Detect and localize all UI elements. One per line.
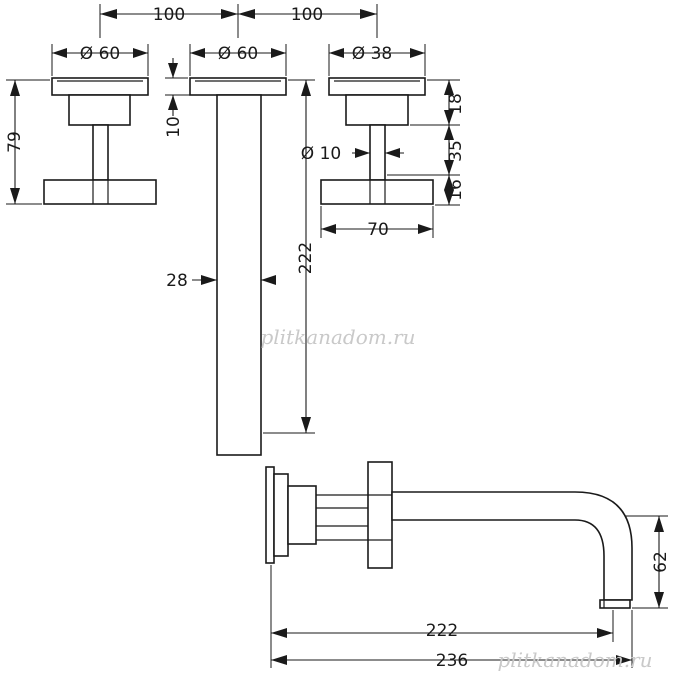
dim-label-spacing-left: 100 — [153, 5, 185, 25]
dim-label-spout-diameter: Ø 60 — [218, 44, 258, 64]
dim-spout-drop: 62 — [625, 515, 671, 609]
dim-label-right-diameter: Ø 38 — [352, 44, 392, 64]
right-handle — [320, 77, 434, 205]
dim-label-stem-diameter: Ø 10 — [301, 144, 341, 164]
dim-label-body-width: 28 — [166, 271, 188, 291]
dim-label-spout-drop: 62 — [651, 551, 671, 573]
dim-handle-height: 79 — [5, 79, 50, 205]
dim-diameters: Ø 60 Ø 60 Ø 38 — [51, 44, 426, 76]
dim-handle-spacing: 100 100 — [99, 4, 378, 38]
spout-body — [189, 77, 287, 456]
dim-body-width: 28 — [166, 271, 276, 291]
dim-right-heights: 18 35 16 — [387, 79, 466, 206]
dim-label-right-top: 18 — [446, 93, 466, 115]
dim-label-overall-projection: 236 — [436, 651, 468, 671]
dim-label-right-bottom: 16 — [446, 179, 466, 201]
watermark-bottom: plitkanadom.ru — [497, 648, 652, 672]
spout-side-view — [265, 461, 633, 609]
dim-label-body-length: 222 — [296, 242, 316, 274]
dim-label-spacing-right: 100 — [291, 5, 323, 25]
dim-label-lever-width: 70 — [367, 220, 389, 240]
dim-stem-diameter: Ø 10 — [301, 144, 404, 164]
dim-label-left-diameter: Ø 60 — [80, 44, 120, 64]
watermark-center: plitkanadom.ru — [260, 325, 415, 349]
dim-body-length: 222 — [263, 79, 316, 434]
dim-rosette-depth: 10 — [164, 58, 215, 138]
dim-projection: 222 236 — [270, 565, 633, 671]
dim-label-right-middle: 35 — [446, 140, 466, 162]
left-handle — [43, 77, 157, 205]
dim-lever-width: 70 — [320, 206, 434, 240]
dim-label-handle-height: 79 — [5, 131, 25, 153]
dim-label-spout-projection: 222 — [426, 621, 458, 641]
dim-label-rosette-depth: 10 — [164, 116, 184, 138]
